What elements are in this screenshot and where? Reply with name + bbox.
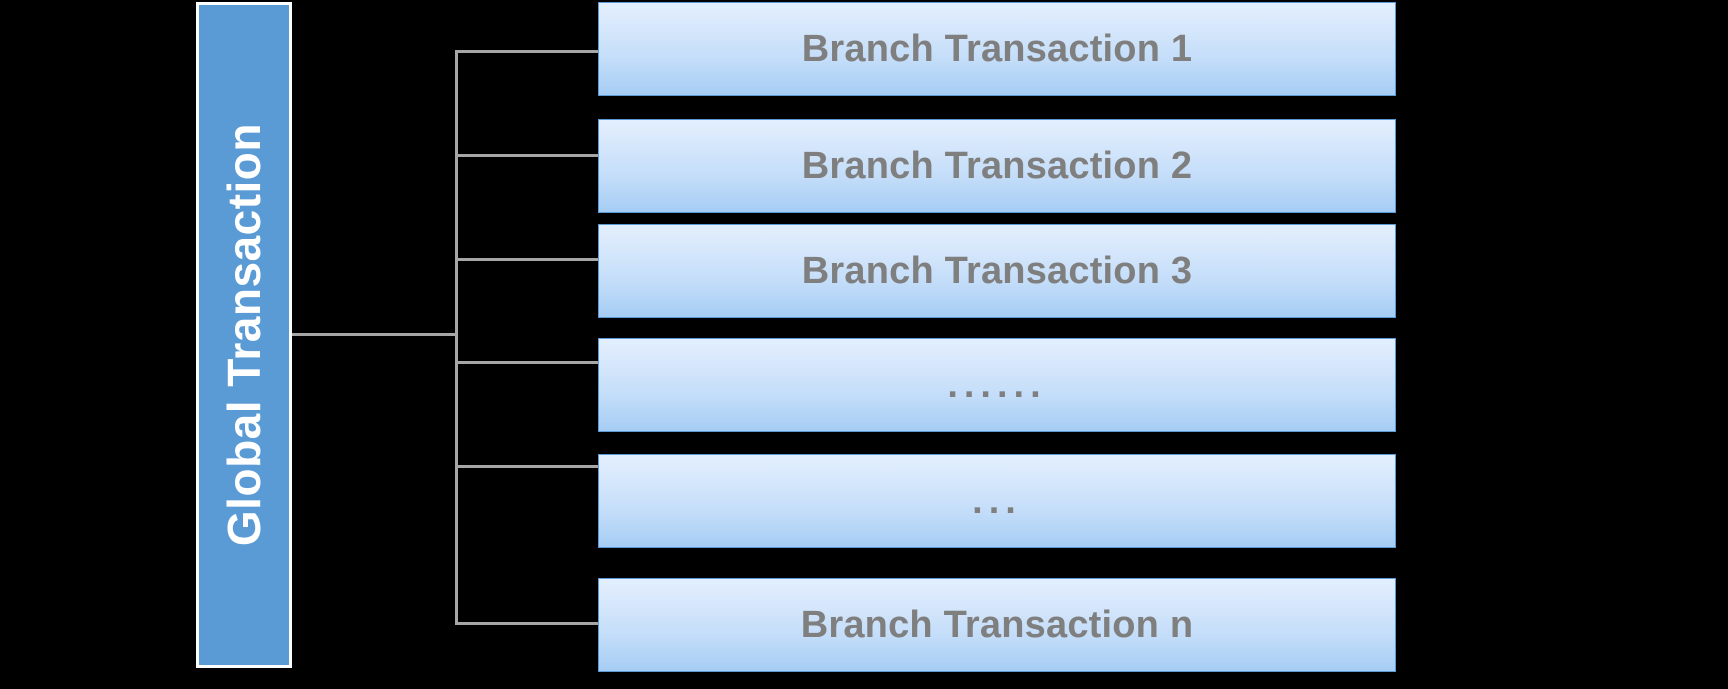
connector-spine-vertical (455, 50, 458, 625)
branch-transaction-box-1[interactable]: Branch Transaction 1 (598, 2, 1396, 96)
connector-branch-2 (455, 154, 600, 157)
branch-transaction-label-3: Branch Transaction 3 (801, 249, 1193, 292)
branch-transaction-box-3[interactable]: Branch Transaction 3 (598, 224, 1396, 318)
branch-transaction-box-2[interactable]: Branch Transaction 2 (598, 119, 1396, 213)
branch-transaction-label-1: Branch Transaction 1 (801, 27, 1193, 70)
branch-transaction-label-6: Branch Transaction n (800, 603, 1194, 646)
branch-transaction-label-2: Branch Transaction 2 (801, 144, 1193, 187)
global-transaction-node[interactable]: Global Transaction (196, 2, 292, 668)
connector-branch-6 (455, 622, 600, 625)
connector-trunk-horizontal (292, 333, 458, 336)
branch-transaction-box-4[interactable]: ...... (598, 338, 1396, 432)
branch-transaction-label-4: ...... (947, 363, 1047, 406)
connector-branch-3 (455, 258, 600, 261)
branch-transaction-box-6[interactable]: Branch Transaction n (598, 578, 1396, 672)
global-transaction-label: Global Transaction (218, 123, 270, 547)
connector-branch-5 (455, 465, 600, 468)
branch-transaction-label-5: ... (972, 479, 1022, 522)
connector-branch-1 (455, 50, 600, 53)
branch-transaction-box-5[interactable]: ... (598, 454, 1396, 548)
connector-branch-4 (455, 361, 600, 364)
